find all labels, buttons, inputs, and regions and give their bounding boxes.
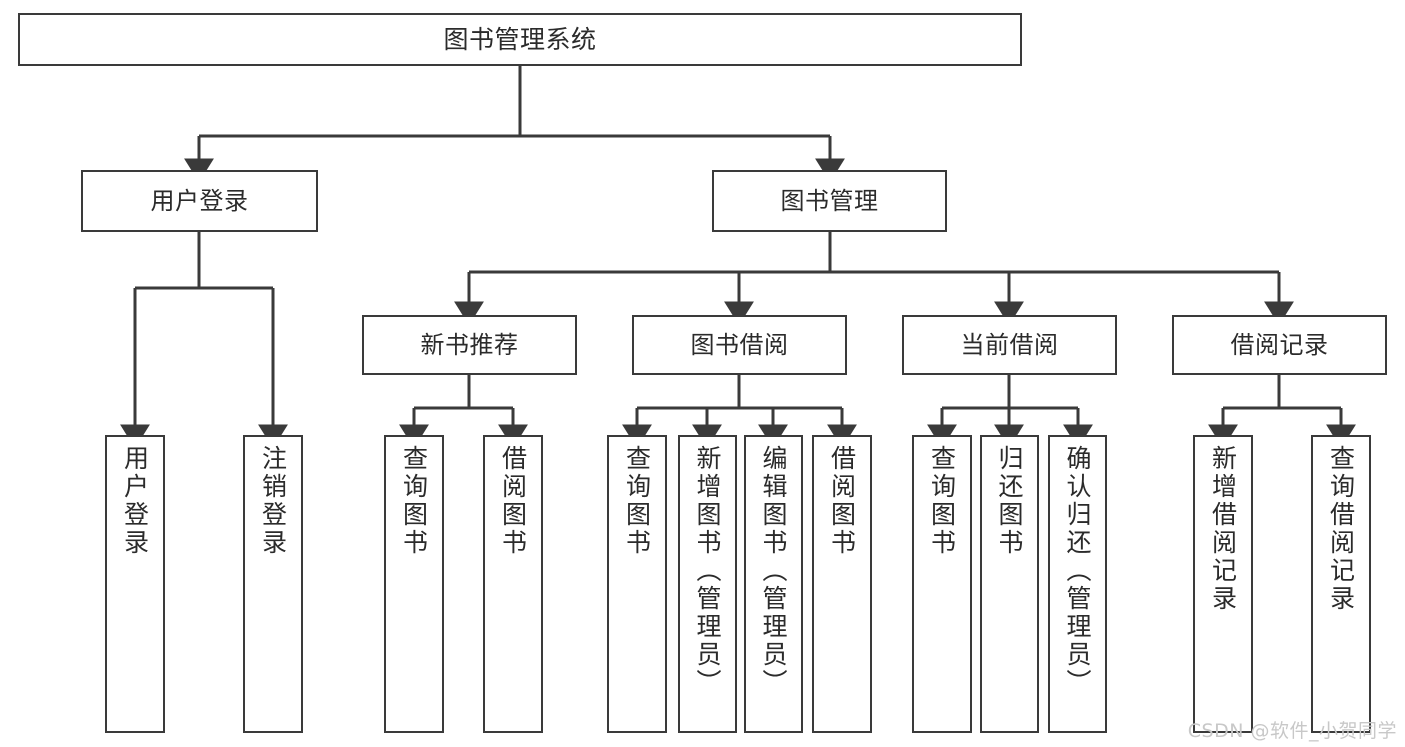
node-label: 查询借阅记录 — [1326, 445, 1356, 613]
node-label: 新书推荐 — [420, 330, 519, 359]
leaf-user-login-login[interactable]: 用户登录 — [105, 435, 165, 733]
leaf-borrow-record-add-record[interactable]: 新增借阅记录 — [1193, 435, 1253, 733]
node-label: 借阅图书 — [498, 445, 528, 557]
leaf-book-borrow-query-book[interactable]: 查询图书 — [607, 435, 667, 733]
node-book-borrow[interactable]: 图书借阅 — [632, 315, 847, 375]
node-label: 用户登录 — [150, 186, 249, 215]
leaf-user-login-logout[interactable]: 注销登录 — [243, 435, 303, 733]
csdn-watermark: CSDN @软件_小贺同学 — [1187, 720, 1397, 742]
node-root-book-management-system[interactable]: 图书管理系统 — [18, 13, 1022, 66]
node-current-borrow[interactable]: 当前借阅 — [902, 315, 1117, 375]
leaf-current-borrow-confirm-return-admin[interactable]: 确认归还（管理员） — [1048, 435, 1107, 733]
leaf-new-book-borrow-book[interactable]: 借阅图书 — [483, 435, 543, 733]
leaf-book-borrow-edit-book-admin[interactable]: 编辑图书（管理员） — [744, 435, 803, 733]
node-label: 新增借阅记录 — [1208, 445, 1238, 613]
node-label: 图书管理 — [780, 186, 879, 215]
node-label: 用户登录 — [120, 445, 150, 557]
leaf-book-borrow-borrow-book[interactable]: 借阅图书 — [812, 435, 872, 733]
leaf-new-book-query-book[interactable]: 查询图书 — [384, 435, 444, 733]
leaf-current-borrow-return-book[interactable]: 归还图书 — [980, 435, 1039, 733]
node-label: 当前借阅 — [960, 330, 1059, 359]
node-label: 注销登录 — [258, 445, 288, 557]
node-user-login[interactable]: 用户登录 — [81, 170, 318, 232]
leaf-current-borrow-query-book[interactable]: 查询图书 — [912, 435, 972, 733]
node-label: 编辑图书（管理员） — [759, 445, 788, 697]
node-borrow-record[interactable]: 借阅记录 — [1172, 315, 1387, 375]
node-label: 图书管理系统 — [443, 24, 597, 54]
leaf-borrow-record-query-record[interactable]: 查询借阅记录 — [1311, 435, 1371, 733]
node-label: 借阅记录 — [1230, 330, 1329, 359]
node-label: 查询图书 — [927, 445, 957, 557]
node-new-book-recommend[interactable]: 新书推荐 — [362, 315, 577, 375]
node-label: 图书借阅 — [690, 330, 789, 359]
node-label: 查询图书 — [399, 445, 429, 557]
node-book-management[interactable]: 图书管理 — [712, 170, 947, 232]
node-label: 确认归还（管理员） — [1063, 445, 1092, 697]
leaf-book-borrow-add-book-admin[interactable]: 新增图书（管理员） — [678, 435, 737, 733]
node-label: 归还图书 — [995, 445, 1024, 557]
node-label: 查询图书 — [622, 445, 652, 557]
node-label: 新增图书（管理员） — [693, 445, 722, 697]
node-label: 借阅图书 — [827, 445, 857, 557]
